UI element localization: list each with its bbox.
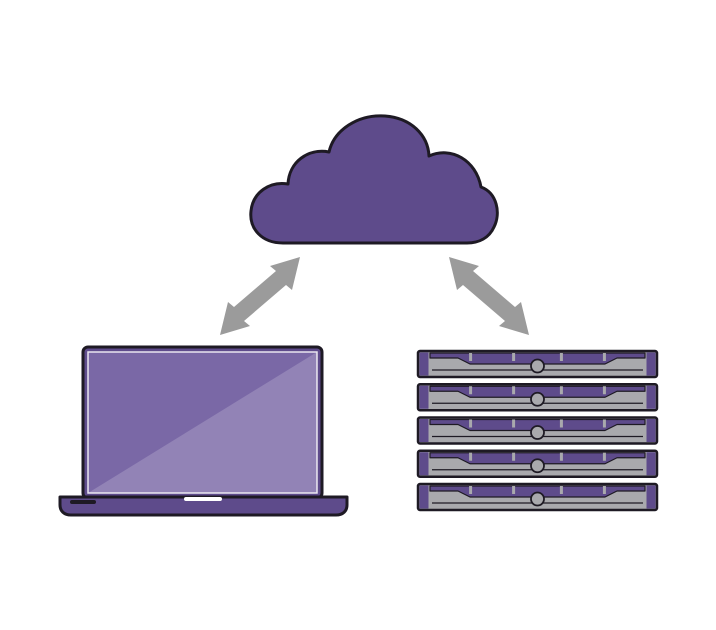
server-rack-icon xyxy=(416,349,659,512)
arrow-server-cloud xyxy=(449,257,529,335)
server-unit xyxy=(416,416,659,445)
laptop-icon xyxy=(58,345,349,517)
server-unit xyxy=(416,449,659,478)
server-unit xyxy=(416,482,659,512)
server-unit xyxy=(416,349,659,379)
arrow-laptop-cloud xyxy=(220,257,300,335)
cloud-icon xyxy=(249,114,499,245)
server-unit xyxy=(416,383,659,412)
